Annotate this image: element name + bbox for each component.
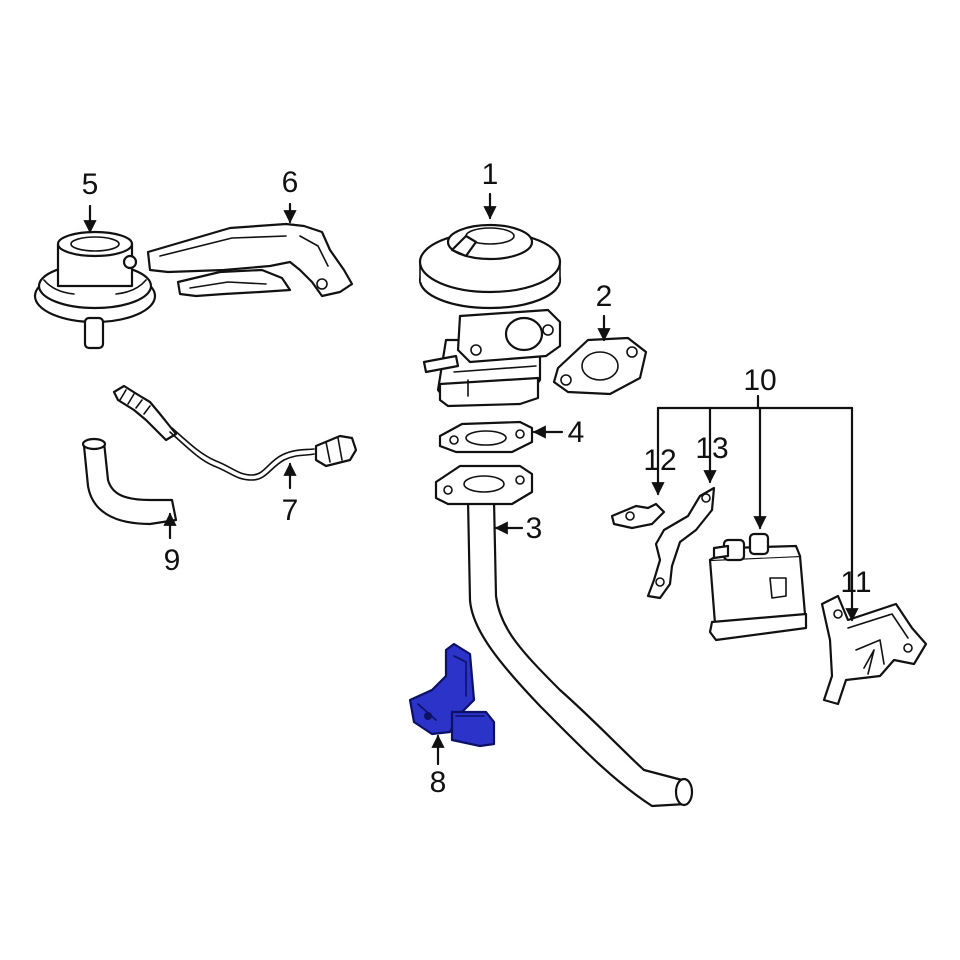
part-4-gasket[interactable] [438, 420, 534, 454]
part-13-bracket[interactable] [646, 486, 716, 600]
part-6-bracket[interactable] [146, 222, 354, 298]
part-1-egr-valve[interactable] [418, 223, 562, 408]
callout-9: 9 [164, 544, 181, 577]
callout-13: 13 [695, 432, 728, 465]
callout-8: 8 [430, 766, 447, 799]
part-2-gasket[interactable] [552, 336, 648, 396]
part-3-egr-pipe[interactable] [434, 464, 694, 808]
part-7-oxygen-sensor[interactable] [112, 384, 358, 481]
callout-11: 11 [840, 566, 871, 599]
part-12-connector[interactable] [610, 502, 666, 530]
callout-12: 12 [643, 444, 676, 477]
callout-4: 4 [568, 416, 585, 449]
callout-10: 10 [743, 364, 776, 397]
part-11-canister-bracket[interactable] [820, 594, 928, 706]
part-5-vacuum-valve[interactable] [33, 230, 157, 350]
part-8-vacuum-switching-valve[interactable] [408, 642, 496, 748]
part-9-hose[interactable] [81, 437, 178, 526]
callout-3: 3 [526, 512, 543, 545]
callout-2: 2 [596, 280, 613, 313]
leader-lines [83, 192, 859, 766]
callout-7: 7 [282, 494, 299, 527]
callout-5: 5 [82, 168, 99, 201]
callout-labels: 1 2 3 4 5 6 7 8 9 10 11 12 13 [82, 158, 872, 799]
part-8-body [450, 710, 496, 748]
callout-1: 1 [482, 158, 499, 191]
callout-6: 6 [282, 166, 299, 199]
part-10-charcoal-canister[interactable] [708, 532, 808, 642]
